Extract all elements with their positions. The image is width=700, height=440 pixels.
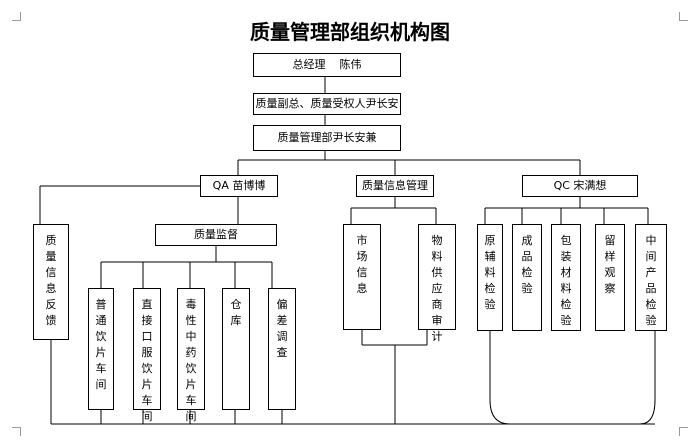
node-workshop-oral: 直接口服饮片车间 <box>133 288 161 423</box>
node-supplier-audit: 物料供应商审计 <box>418 224 456 343</box>
node-market-info: 市场信息 <box>343 224 381 330</box>
page-corner-mark <box>12 12 21 21</box>
node-raw-material: 原辅料检验 <box>477 224 503 331</box>
page-title: 质量管理部组织机构图 <box>250 20 450 44</box>
node-workshop-common: 普通饮片车间 <box>88 288 114 410</box>
node-quality-dept: 质量管理部尹长安兼 <box>253 125 401 151</box>
node-warehouse: 仓库 <box>222 288 250 410</box>
page-corner-mark <box>679 427 688 436</box>
node-qa: QA 苗博博 <box>200 175 278 197</box>
node-sample: 留样观察 <box>595 224 625 331</box>
node-packaging: 包装材料检验 <box>551 224 581 331</box>
node-info-mgmt: 质量信息管理 <box>356 175 434 197</box>
node-feedback: 质量信息反馈 <box>33 224 69 340</box>
node-finished: 成品检验 <box>512 224 542 331</box>
node-general-manager: 总经理 陈伟 <box>253 53 401 77</box>
node-quality-deputy: 质量副总、质量受权人尹长安 <box>253 93 401 115</box>
node-qc: QC 宋满想 <box>522 175 638 197</box>
node-intermediate: 中间产品检验 <box>635 224 667 331</box>
node-workshop-toxic: 毒性中药饮片车间 <box>177 288 205 423</box>
page-corner-mark <box>12 427 21 436</box>
node-deviation: 偏差调查 <box>268 288 296 410</box>
page-corner-mark <box>679 12 688 21</box>
node-supervision: 质量监督 <box>155 224 277 246</box>
